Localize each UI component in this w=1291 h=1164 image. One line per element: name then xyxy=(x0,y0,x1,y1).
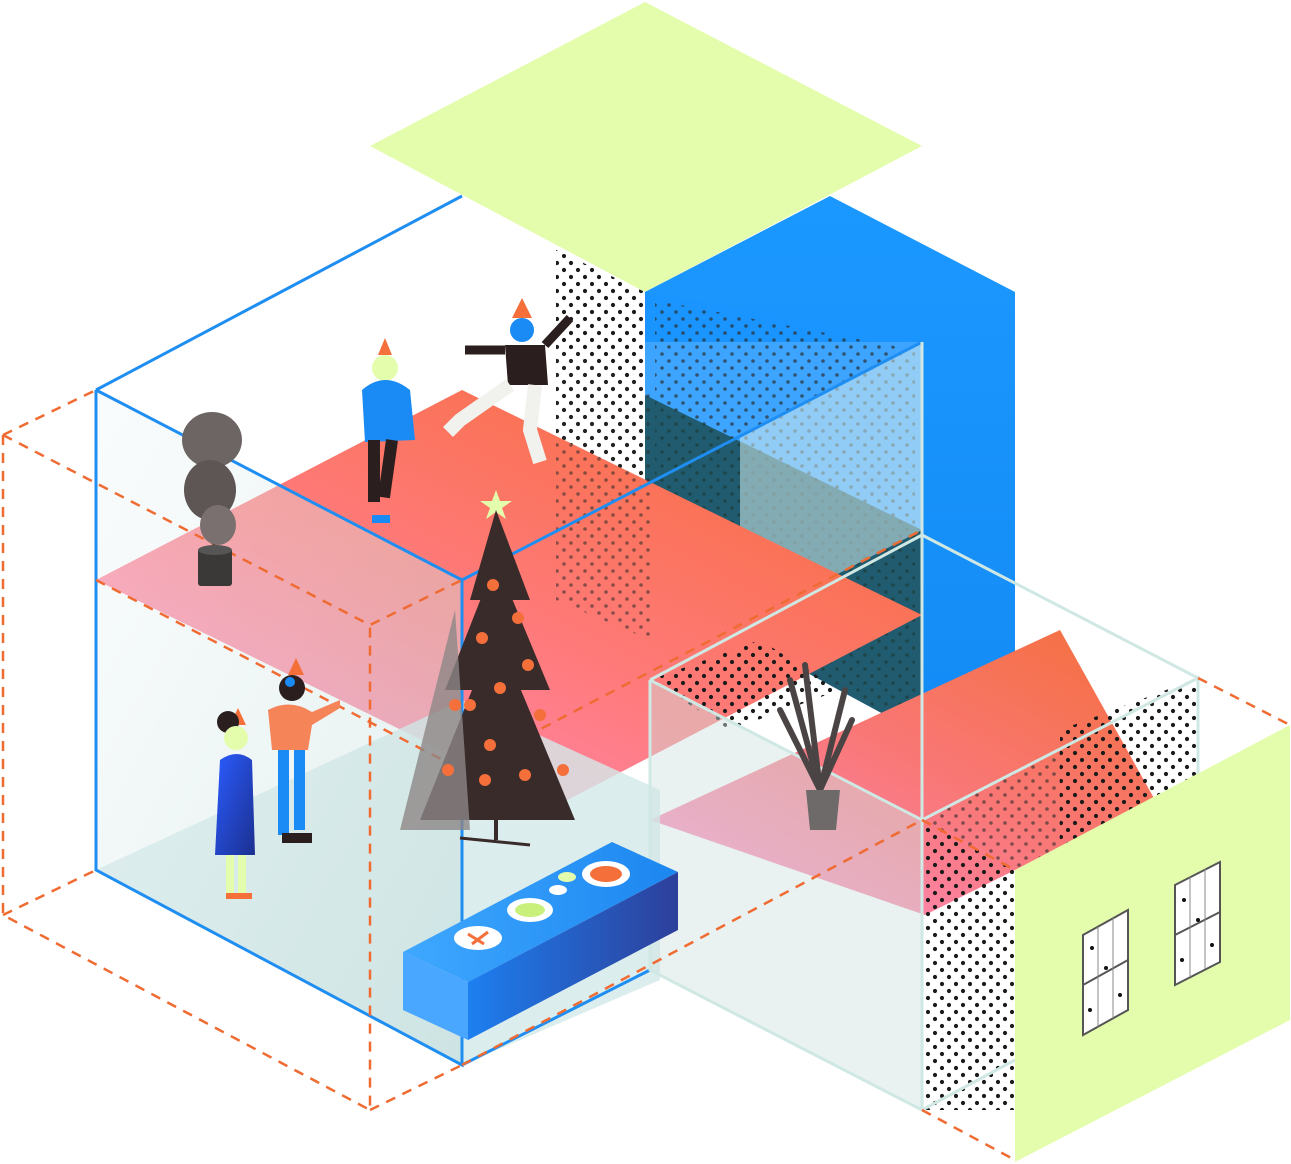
potted-palm xyxy=(777,662,855,830)
person-dancing xyxy=(443,298,574,465)
side-dotted-wall-mid xyxy=(650,640,840,730)
person-blue-dress xyxy=(215,708,255,899)
window-left xyxy=(1082,908,1129,1037)
star-icon xyxy=(480,490,512,519)
buffet-table xyxy=(403,842,678,1040)
roof-panel xyxy=(370,2,922,292)
side-dotted-wall-back xyxy=(1060,678,1198,850)
window-right xyxy=(1174,860,1221,987)
food-plates xyxy=(454,861,630,950)
dashed-outline xyxy=(1,388,1291,1162)
side-dotted-wall-front xyxy=(922,820,1015,1110)
upper-floor-dots xyxy=(556,340,650,640)
potted-plant-upper xyxy=(182,412,242,586)
christmas-tree xyxy=(400,490,575,847)
front-wall xyxy=(1015,725,1290,1162)
ground-room-glass-side xyxy=(650,680,922,1110)
person-orange-sweater xyxy=(268,658,340,843)
side-box-outline xyxy=(648,342,1200,1113)
person-blue-sweater xyxy=(362,338,415,523)
